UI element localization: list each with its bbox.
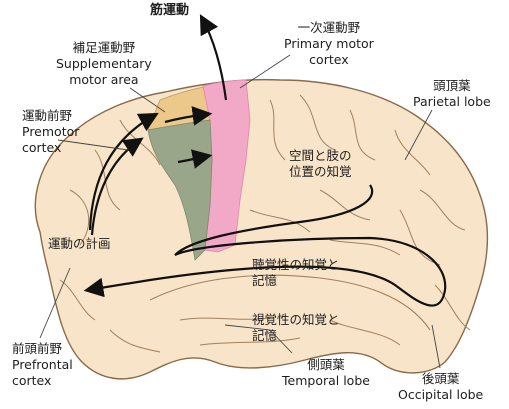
label-premotor: 運動前野 Premotor cortex — [22, 108, 79, 156]
label-motor-planning: 運動の計画 — [48, 236, 111, 252]
label-primary-motor: 一次運動野 Primary motor cortex — [284, 20, 374, 68]
label-muscle-movement: 筋運動 — [150, 3, 189, 19]
label-supplementary-motor: 補足運動野 Supplementary motor area — [56, 40, 152, 88]
label-prefrontal: 前頭前野 Prefrontal cortex — [12, 341, 73, 389]
label-parietal-lobe: 頭頂葉 Parietal lobe — [413, 78, 491, 110]
label-spatial-perception: 空間と肢の 位置の知覚 — [289, 148, 352, 180]
label-visual: 視覚性の知覚と 記憶 — [252, 312, 340, 344]
label-auditory: 聴覚性の知覚と 記憶 — [252, 257, 340, 289]
label-occipital-lobe: 後頭葉 Occipital lobe — [398, 371, 483, 403]
label-temporal-lobe: 側頭葉 Temporal lobe — [282, 357, 370, 389]
